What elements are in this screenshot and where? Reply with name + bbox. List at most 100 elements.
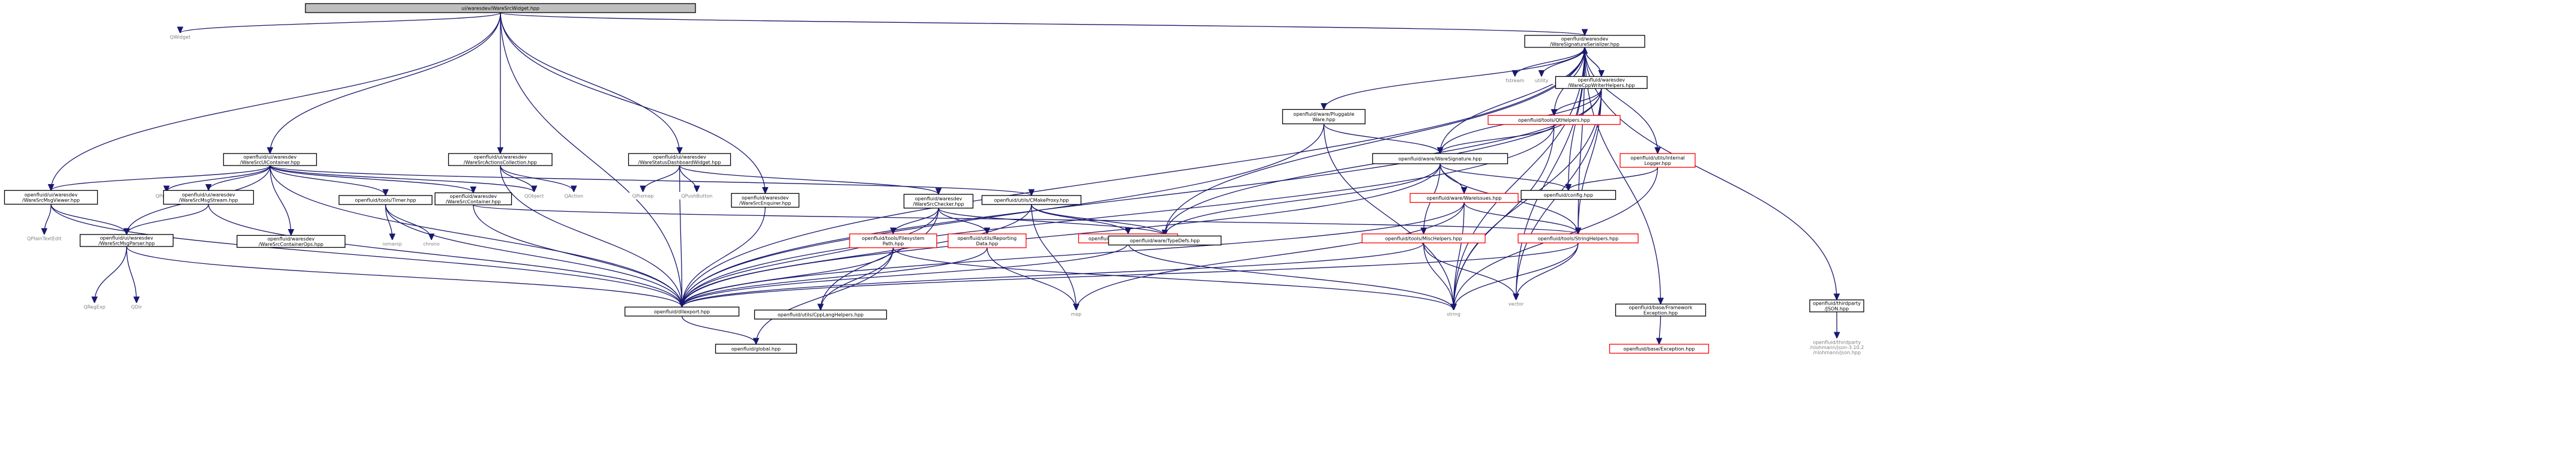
node-configh[interactable]: openfluid/config.hpp [1521, 190, 1617, 200]
edge-stringhelpers-to-string [1454, 242, 1579, 310]
node-uicontainer-box [223, 153, 317, 166]
node-typedefs[interactable]: openfluid/ware/TypeDefs.hpp [1108, 235, 1222, 246]
node-fstream-box [1501, 76, 1530, 84]
node-qplaintextedit: QPlainTextEdit [18, 234, 71, 242]
edge-mischelpers-to-string [1423, 242, 1454, 310]
node-utility-box [1528, 76, 1555, 84]
edge-sigser-to-typedefs [1165, 47, 1585, 236]
node-wareissues[interactable]: openfluid/ware/WareIssues.hpp [1410, 193, 1519, 203]
edge-internallogger-to-configh [1569, 167, 1659, 191]
node-iomanip-label-0: iomanip [383, 241, 402, 246]
node-qregexp-box [81, 303, 108, 311]
edge-statusdash-to-checker [679, 165, 939, 194]
node-srccontainer-box [434, 192, 512, 206]
node-globalh[interactable]: openfluid/global.hpp [715, 344, 797, 354]
edge-fspath-to-dllexport [682, 247, 894, 307]
node-internallogger-label-0: openfluid/utils/Internal [1630, 155, 1684, 161]
node-cmakeproxy-box [981, 195, 1082, 205]
node-waresig-box [1372, 153, 1509, 164]
node-dllexport-box [624, 306, 740, 317]
edge-msgviewer-to-msgparser [50, 204, 127, 235]
node-sigser-label-0: openfluid/waresdev [1561, 37, 1609, 42]
edge-statusdash-to-dllexport [680, 165, 682, 307]
node-msgstream-box [163, 190, 254, 205]
node-msgviewer-label-1: /WareSrcMsgViewer.hpp [22, 197, 80, 203]
node-dllexport-label-0: openfluid/dllexport.hpp [654, 309, 710, 315]
node-waresig[interactable]: openfluid/ware/WareSignature.hpp [1372, 153, 1509, 164]
node-msgstream-label-0: openfluid/ui/waresdev [182, 193, 235, 198]
edge-checker-to-dllexport [682, 208, 939, 307]
node-timer[interactable]: openfluid/tools/Timer.hpp [338, 195, 433, 205]
node-timer-label-0: openfluid/tools/Timer.hpp [355, 198, 416, 203]
node-sigser[interactable]: openfluid/waresdev/WareSignatureSerializ… [1524, 35, 1645, 48]
node-root-label-0: ui/waresdev/WareSrcWidget.hpp [461, 6, 539, 11]
edge-mischelpers-to-vector [1423, 242, 1516, 300]
node-iomanip-box [379, 240, 405, 248]
node-srccontainer[interactable]: openfluid/waresdev/WareSrcContainer.hpp [434, 192, 512, 206]
edge-root-to-sigser [500, 12, 1585, 35]
edge-statusdash-to-qpixmap [643, 165, 680, 192]
node-string-box [1440, 310, 1467, 318]
node-cppwriter[interactable]: openfluid/waresdev/WareCppWriterHelpers.… [1555, 76, 1648, 89]
node-chrono-label-0: chrono [423, 241, 440, 246]
node-baseexc[interactable]: openfluid/base/Exception.hpp [1609, 344, 1710, 354]
node-string: string [1440, 310, 1467, 318]
node-cppwriter-label-0: openfluid/waresdev [1578, 77, 1626, 83]
node-actionscoll-box [448, 153, 553, 166]
node-qpushbutton-label-0: QPushButton [681, 193, 712, 199]
node-uicontainer[interactable]: openfluid/ui/waresdev/WareSrcUIContainer… [223, 153, 317, 166]
node-qregexp: QRegExp [81, 303, 108, 311]
edge-frameworkexc-to-baseexc [1659, 315, 1661, 344]
node-plugware-label-0: openfluid/ware/Pluggable [1293, 112, 1354, 117]
edge-msgstream-to-msgparser [127, 204, 209, 235]
edge-sigser-to-internallogger [1584, 47, 1658, 154]
node-typedefs-label-0: openfluid/ware/TypeDefs.hpp [1130, 238, 1199, 243]
node-statusdash-label-1: /WareStatusDashboardWidget.hpp [638, 160, 721, 165]
edge-programproxy-to-dllexport [682, 242, 1129, 307]
node-map-label-0: map [1071, 311, 1082, 317]
node-statusdash[interactable]: openfluid/ui/waresdev/WareStatusDashboar… [628, 153, 731, 166]
edge-checker-to-cpplang [821, 208, 939, 310]
edge-root-to-enquirer [500, 12, 765, 194]
node-fspath-box [849, 233, 937, 248]
node-configh-box [1521, 190, 1617, 200]
node-stringhelpers[interactable]: openfluid/tools/StringHelpers.hpp [1518, 233, 1639, 243]
node-mischelpers[interactable]: openfluid/tools/MiscHelpers.hpp [1362, 233, 1486, 243]
node-msgviewer[interactable]: openfluid/ui/waresdev/WareSrcMsgViewer.h… [4, 190, 98, 205]
node-stringhelpers-label-0: openfluid/tools/StringHelpers.hpp [1538, 236, 1618, 242]
edge-checker-to-fspath [893, 208, 939, 234]
edge-plugware-to-waresig [1323, 124, 1440, 154]
edge-uicontainer-to-timer [269, 165, 386, 196]
node-msgstream[interactable]: openfluid/ui/waresdev/WareSrcMsgStream.h… [163, 190, 254, 205]
node-cpplang[interactable]: openfluid/utils/CppLangHelpers.hpp [754, 309, 887, 320]
edge-sigser-to-vector [1516, 47, 1585, 300]
edge-enquirer-to-dllexport [682, 207, 766, 308]
node-json[interactable]: openfluid/thirdparty/JSON.hpp [1809, 299, 1864, 312]
node-globalh-label-0: openfluid/global.hpp [731, 347, 781, 352]
node-checker[interactable]: openfluid/waresdev/WareSrcChecker.hpp [903, 194, 974, 209]
node-qregexp-label-0: QRegExp [83, 304, 105, 309]
node-mischelpers-box [1362, 233, 1486, 243]
edge-root-to-dllexport [500, 12, 682, 307]
node-cmakeproxy[interactable]: openfluid/utils/CMakeProxy.hpp [981, 195, 1082, 205]
edge-uicontainer-to-srccontainer [269, 165, 473, 193]
edge-waresig-to-typedefs [1165, 163, 1441, 236]
node-statusdash-box [628, 153, 731, 166]
node-dllexport[interactable]: openfluid/dllexport.hpp [624, 306, 740, 317]
node-containerops[interactable]: openfluid/waresdev/WareSrcContainerOps.h… [236, 234, 346, 248]
node-actionscoll[interactable]: openfluid/ui/waresdev/WareSrcActionsColl… [448, 153, 553, 166]
node-qpixmap-label-0: QPixmap [632, 193, 654, 199]
edge-stringhelpers-to-vector [1516, 242, 1579, 300]
node-qthelpers[interactable]: openfluid/tools/QtHelpers.hpp [1488, 115, 1621, 125]
node-containerops-label-1: /WareSrcContainerOps.hpp [259, 242, 323, 247]
node-enquirer[interactable]: openfluid/waresdev/WareSrcEnquirer.hpp [731, 193, 800, 208]
node-root[interactable]: ui/waresdev/WareSrcWidget.hpp [305, 3, 696, 13]
node-msgparser[interactable]: openfluid/ui/waresdev/WareSrcMsgParser.h… [79, 234, 174, 247]
node-nlohmann-label-2: /nlohmann/json.hpp [1813, 350, 1861, 356]
edge-dllexport-to-globalh [681, 315, 757, 344]
